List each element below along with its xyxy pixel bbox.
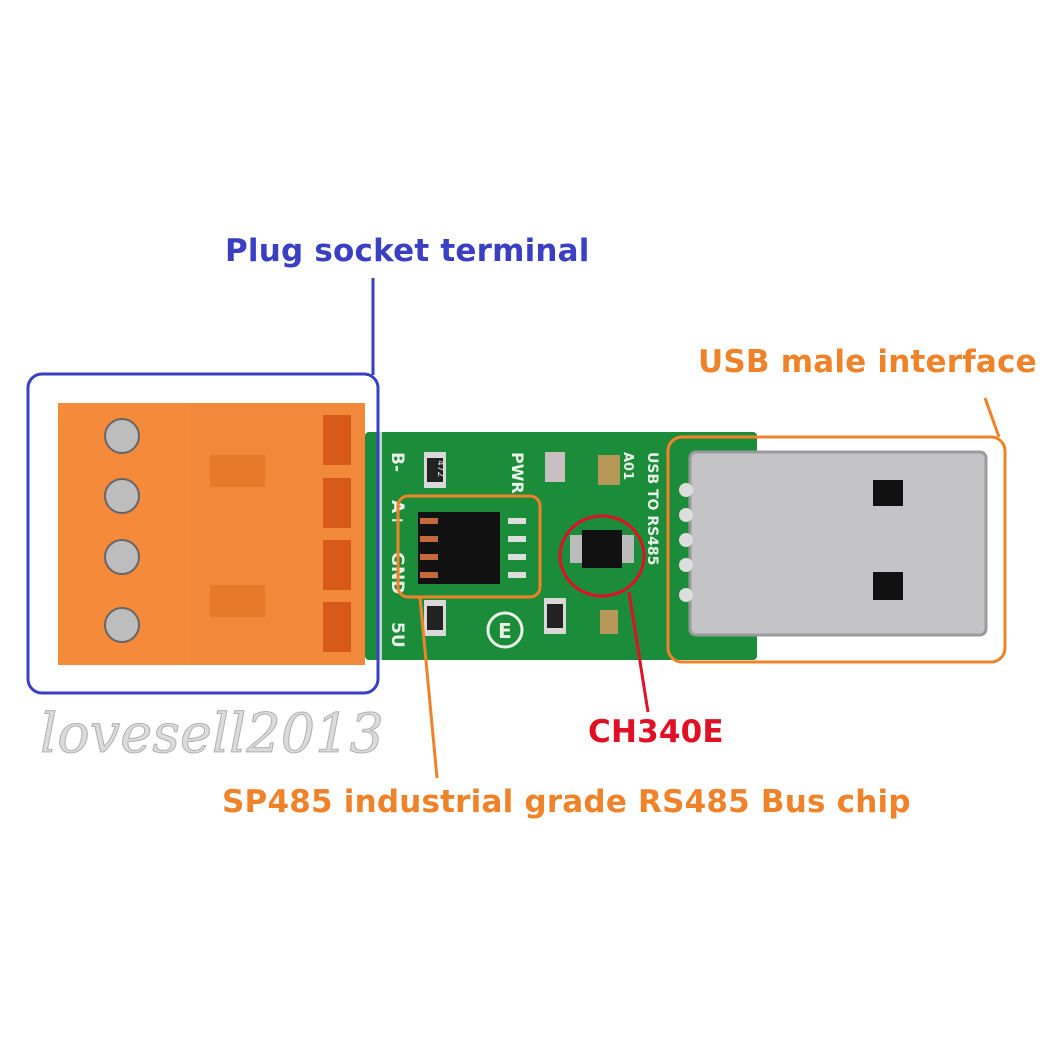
terminal-label: Plug socket terminal: [225, 233, 590, 269]
ch340e-highlight-circle: [558, 514, 646, 598]
led: [545, 452, 565, 482]
sp485-leader-line: [418, 596, 439, 779]
sp485-chip: [418, 512, 526, 584]
watermark: lovesell2013: [40, 702, 384, 765]
capacitor: [600, 610, 618, 634]
usb-connector: [679, 450, 988, 637]
terminal-block: [58, 403, 365, 665]
part-ref-label: A01: [620, 452, 635, 480]
ch340e-label: CH340E: [588, 714, 724, 750]
resistor-value: 472: [435, 460, 445, 477]
pcb-title: USB TO RS485: [644, 452, 660, 565]
capacitor: [598, 455, 620, 485]
usb-leader-line: [983, 397, 1001, 438]
ch340e-leader-line: [627, 591, 650, 713]
terminal-highlight-box: [26, 372, 380, 695]
pwr-label: PWR: [508, 452, 527, 494]
ch340e-chip: [570, 530, 634, 568]
sp485-highlight-box: [396, 494, 542, 599]
usb-label: USB male interface: [698, 344, 1037, 380]
pcb-logo: E: [498, 619, 512, 643]
pin-label: B-: [387, 452, 407, 472]
resistor: [424, 452, 566, 636]
pin-label: 5U: [387, 622, 407, 648]
usb-highlight-box: [666, 435, 1007, 664]
sp485-label: SP485 industrial grade RS485 Bus chip: [222, 784, 911, 820]
